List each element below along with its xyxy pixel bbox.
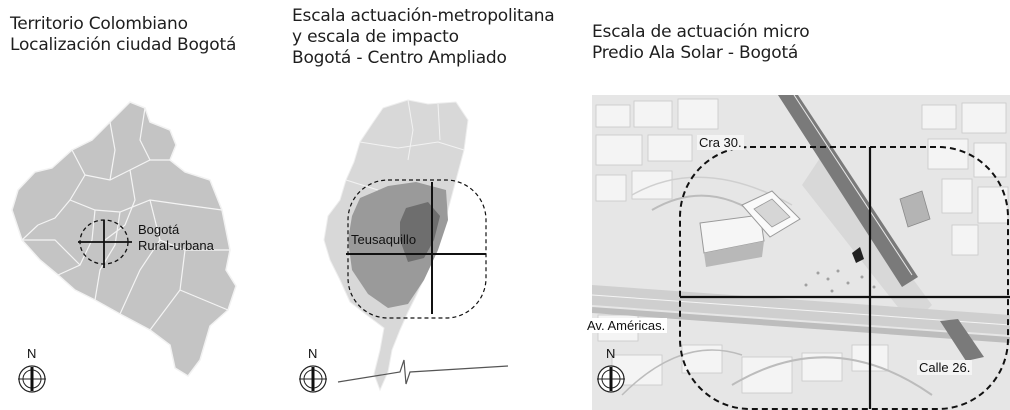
panel-bogota-centro: Escala actuación-metropolitana y escala … <box>288 0 578 410</box>
panel-predio: Escala de actuación micro Predio Ala Sol… <box>585 0 1010 410</box>
north-label: N <box>27 346 37 361</box>
panel-title: Escala actuación-metropolitana y escala … <box>292 6 555 69</box>
label-bogota: Bogotá <box>138 222 180 237</box>
calle26-road <box>940 319 984 361</box>
title-line: Escala actuación-metropolitana <box>292 6 555 26</box>
north-label: N <box>308 346 318 361</box>
label-av-americas: Av. Américas. <box>585 318 668 333</box>
label-rural-urbana: Rural-urbana <box>138 238 214 253</box>
north-label: N <box>606 346 616 361</box>
panel-title: Territorio Colombiano Localización ciuda… <box>10 14 236 56</box>
panel-colombia: Territorio Colombiano Localización ciuda… <box>0 0 260 410</box>
label-cra30: Cra 30. <box>697 135 744 150</box>
label-calle26: Calle 26. <box>917 360 973 375</box>
compass-icon <box>299 365 327 393</box>
colombia-map <box>11 101 237 377</box>
tree-dots <box>804 269 876 293</box>
building-complex <box>699 190 931 267</box>
colombia-outline <box>11 101 237 377</box>
site-marker <box>852 247 864 263</box>
title-line: Predio Ala Solar - Bogotá <box>592 43 799 63</box>
micro-scale-box <box>679 146 1009 410</box>
title-line: Escala de actuación micro <box>592 22 810 42</box>
teusaquillo-area <box>400 202 440 262</box>
title-line: Localización ciudad Bogotá <box>10 35 237 55</box>
compass-icon <box>18 365 46 393</box>
bogota-map <box>323 99 509 392</box>
title-line: Territorio Colombiano <box>10 14 188 34</box>
title-line: Bogotá - Centro Ampliado <box>292 48 507 68</box>
title-line: y escala de impacto <box>292 27 459 47</box>
compass-icon <box>597 365 625 393</box>
impact-scale-box <box>347 179 487 319</box>
site-map <box>592 95 1010 410</box>
label-teusaquillo: Teusaquillo <box>351 232 417 247</box>
panel-title: Escala de actuación micro Predio Ala Sol… <box>592 22 810 64</box>
department-boundaries <box>21 107 230 331</box>
road-line <box>337 359 509 385</box>
locality-boundaries <box>345 99 465 191</box>
cra30-road <box>778 95 918 287</box>
